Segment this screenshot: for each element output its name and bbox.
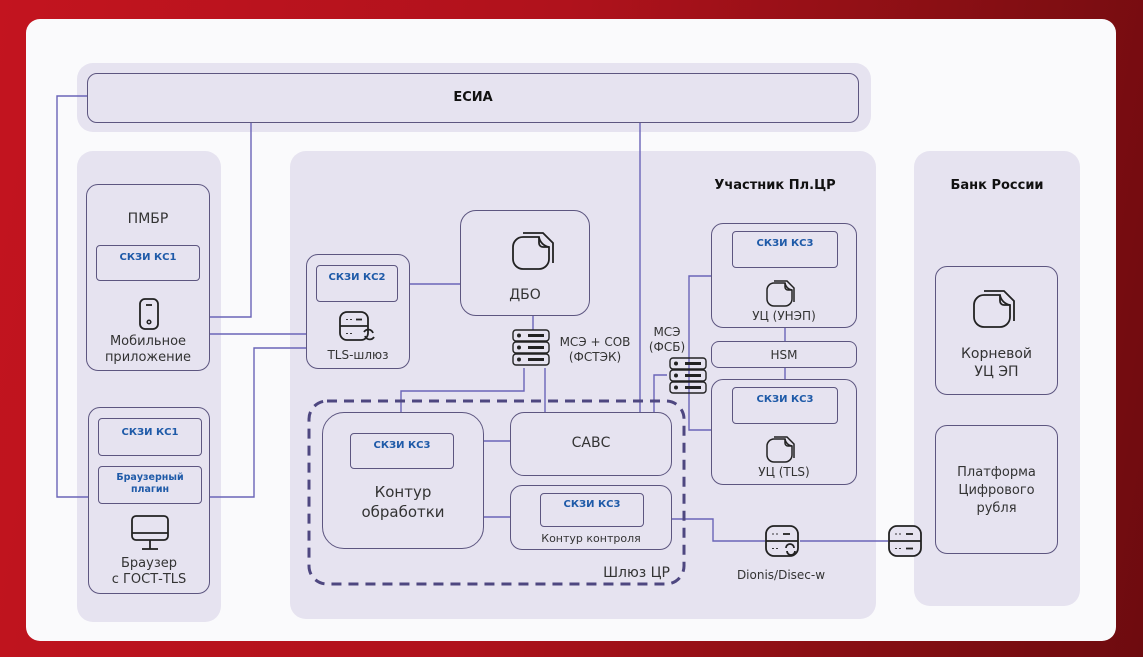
uc-unep-box[interactable]: СКЗИ КС3 УЦ (УНЭП)	[711, 223, 857, 328]
uc-unep-label: УЦ (УНЭП)	[752, 309, 816, 323]
tls-gateway-label: TLS-шлюз	[327, 348, 389, 362]
firewall-fstek-label-1: МСЭ + СОВ	[559, 335, 631, 349]
platform-label-2: Цифрового	[958, 483, 1035, 498]
browser-plugin: Браузерный плагин	[98, 466, 202, 504]
processing-contour-box[interactable]: СКЗИ КС3 Контур обработки	[322, 412, 484, 549]
firewall-fstek-label-2: (ФСТЭК)	[568, 350, 622, 364]
digital-ruble-platform-box[interactable]: Платформа Цифрового рубля	[935, 425, 1058, 554]
gateway-server-icon	[339, 311, 375, 341]
tls-gateway-box[interactable]: СКЗИ КС2 TLS-шлюз	[306, 254, 410, 369]
tls-gateway-skzi: СКЗИ КС2	[316, 265, 398, 302]
browser-plugin-label-2: плагин	[130, 484, 170, 495]
firewall-fsb-label-2: (ФСБ)	[648, 340, 686, 354]
documents-icon	[512, 232, 554, 270]
mobile-app-label-2: приложение	[104, 350, 192, 365]
bank-russia-title: Банк России	[950, 178, 1044, 193]
browser-skzi: СКЗИ КС1	[98, 418, 202, 456]
control-skzi: СКЗИ КС3	[540, 493, 644, 527]
dbo-box[interactable]: ДБО	[460, 210, 590, 316]
pmbr-title: ПМБР	[127, 211, 169, 227]
esia-title: ЕСИА	[453, 90, 493, 105]
pmbr-skzi: СКЗИ КС1	[96, 245, 200, 281]
dionis-gateway-icon	[765, 525, 799, 557]
hsm-box[interactable]: HSM	[711, 341, 857, 368]
dionis-label: Dionis/Disec-w	[736, 568, 826, 582]
processing-label-2: обработки	[361, 503, 445, 521]
browser-plugin-label-1: Браузерный	[116, 472, 184, 483]
participant-title: Участник Пл.ЦР	[714, 178, 836, 193]
root-ca-box[interactable]: Корневой УЦ ЭП	[935, 266, 1058, 395]
browser-box[interactable]: СКЗИ КС1 Браузерный плагин Браузер с ГОС…	[88, 407, 210, 594]
firewall-fsb-label-1: МСЭ	[653, 325, 681, 339]
documents-icon	[766, 280, 795, 307]
pmbr-box[interactable]: ПМБР СКЗИ КС1 Мобильное приложение	[86, 184, 210, 371]
processing-skzi: СКЗИ КС3	[350, 433, 454, 469]
hsm-label: HSM	[770, 348, 798, 362]
documents-icon	[973, 290, 1015, 328]
uc-tls-skzi: СКЗИ КС3	[732, 387, 838, 424]
control-contour-box[interactable]: СКЗИ КС3 Контур контроля	[510, 485, 672, 550]
bank-gateway-icon	[888, 525, 922, 557]
esia-box[interactable]: ЕСИА	[87, 73, 859, 123]
platform-label-3: рубля	[976, 501, 1017, 516]
documents-icon	[766, 436, 795, 463]
mobile-app-label-1: Мобильное	[109, 334, 187, 349]
savs-box[interactable]: САВС	[510, 412, 672, 476]
browser-label-1: Браузер	[121, 556, 177, 571]
firewall-fstek-icon	[512, 329, 550, 366]
savs-label: САВС	[571, 435, 611, 451]
monitor-icon	[131, 515, 169, 550]
root-ca-label-1: Корневой	[960, 346, 1033, 362]
platform-label-1: Платформа	[957, 465, 1036, 480]
uc-tls-label: УЦ (TLS)	[758, 465, 810, 479]
firewall-fsb-icon	[669, 357, 707, 394]
processing-label-1: Контур	[374, 483, 432, 501]
uc-tls-box[interactable]: СКЗИ КС3 УЦ (TLS)	[711, 379, 857, 485]
gateway-cr-label: Шлюз ЦР	[603, 565, 670, 581]
dbo-label: ДБО	[509, 287, 541, 303]
browser-label-2: с ГОСТ-TLS	[111, 572, 187, 587]
control-label: Контур контроля	[541, 532, 641, 545]
uc-unep-skzi: СКЗИ КС3	[732, 231, 838, 268]
mobile-phone-icon	[139, 298, 159, 330]
root-ca-label-2: УЦ ЭП	[974, 364, 1019, 380]
